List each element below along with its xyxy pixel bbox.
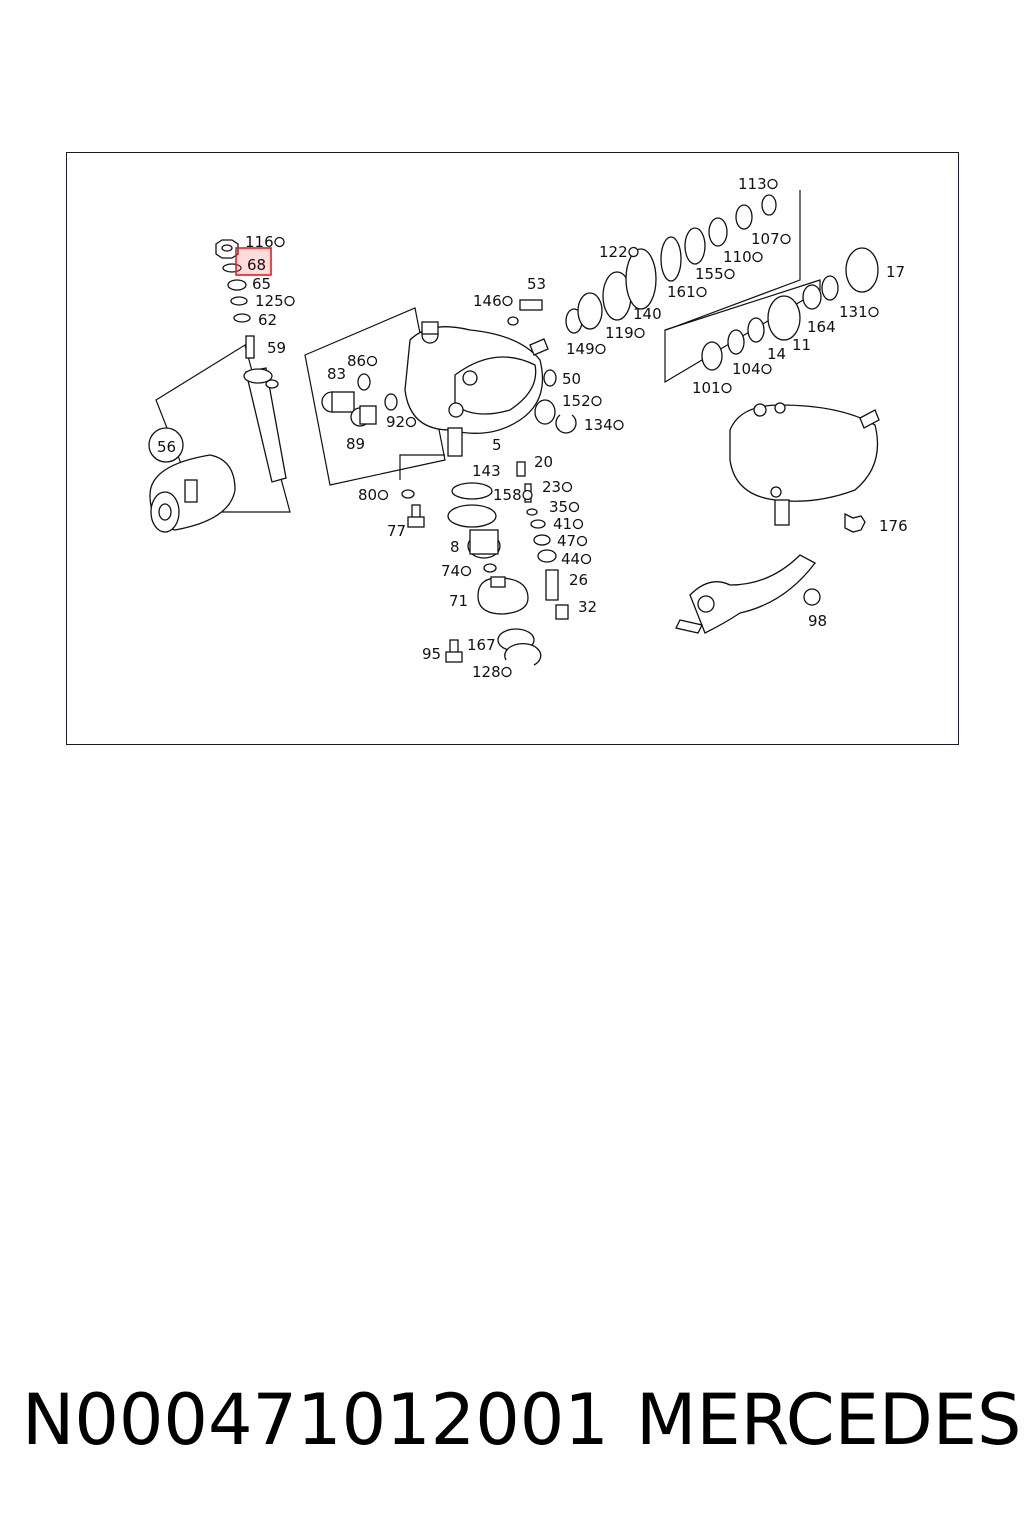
part-label: 167	[467, 636, 496, 654]
part-label: 143	[472, 462, 501, 480]
part-label: 14	[767, 345, 786, 363]
gear-icon	[634, 327, 645, 339]
part-label: 89	[346, 435, 365, 453]
part-label: 125	[255, 292, 284, 310]
part-label: 26	[569, 571, 588, 589]
gear-icon	[767, 178, 778, 190]
part-label: 92	[386, 413, 405, 431]
gear-icon	[580, 553, 592, 565]
gear-icon	[761, 363, 772, 375]
part-label: 59	[267, 339, 286, 357]
gear-icon	[377, 489, 389, 501]
part-label: 116	[245, 233, 274, 251]
part-label: 11	[792, 336, 811, 354]
gear-icon	[366, 355, 378, 367]
part-label: 140	[633, 305, 662, 323]
gear-icon	[724, 268, 735, 280]
part-label: 107	[751, 230, 780, 248]
part-label: 71	[449, 592, 468, 610]
gear-icon	[628, 246, 639, 258]
footer: N000471012001 MERCEDES	[0, 1375, 1024, 1475]
part-label: 83	[327, 365, 346, 383]
part-label: 134	[584, 416, 613, 434]
part-label: 128	[472, 663, 501, 681]
part-label: 152	[562, 392, 591, 410]
part-label: 41	[553, 515, 572, 533]
part-label: 77	[387, 522, 406, 540]
part-label: 104	[732, 360, 761, 378]
gear-icon	[561, 481, 573, 493]
part-label: 32	[578, 598, 597, 616]
part-label: 8	[450, 538, 460, 556]
part-label: 95	[422, 645, 441, 663]
part-label: 65	[252, 275, 271, 293]
part-label: 113	[738, 175, 767, 193]
gear-icon	[868, 306, 879, 318]
gear-icon	[522, 489, 533, 501]
brand-name: MERCEDES	[636, 1379, 1022, 1461]
part-label: 44	[561, 550, 580, 568]
part-label: 56	[157, 438, 176, 456]
gear-icon	[752, 251, 763, 263]
gear-icon	[591, 395, 602, 407]
part-label: 47	[557, 532, 576, 550]
part-label: 101	[692, 379, 721, 397]
part-label: 98	[808, 612, 827, 630]
gear-icon	[595, 343, 606, 355]
part-label: 50	[562, 370, 581, 388]
highlight-box	[235, 247, 272, 276]
part-label: 164	[807, 318, 836, 336]
part-label: 86	[347, 352, 366, 370]
part-label: 149	[566, 340, 595, 358]
part-label: 80	[358, 486, 377, 504]
part-label: 74	[441, 562, 460, 580]
gear-icon	[721, 382, 732, 394]
gear-icon	[613, 419, 624, 431]
part-label: 68	[247, 256, 266, 274]
part-label: 158	[493, 486, 522, 504]
gear-icon	[501, 666, 512, 678]
piston-group	[664, 247, 880, 634]
part-label: 17	[886, 263, 905, 281]
gear-icon	[405, 416, 417, 428]
gear-icon	[576, 535, 588, 547]
gear-icon	[696, 286, 707, 298]
valve-stack	[399, 454, 569, 666]
part-label: 131	[839, 303, 868, 321]
part-label: 176	[879, 517, 908, 535]
part-label: 23	[542, 478, 561, 496]
gear-icon	[460, 565, 472, 577]
gear-icon	[274, 236, 285, 248]
seal-rings	[565, 190, 801, 334]
part-label: 35	[549, 498, 568, 516]
part-label: 146	[473, 292, 502, 310]
part-number: N000471012001	[22, 1379, 609, 1461]
central-housing	[304, 299, 577, 486]
part-label: 62	[258, 311, 277, 329]
part-label: 53	[527, 275, 546, 293]
gear-icon	[502, 295, 513, 307]
part-label: 119	[605, 324, 634, 342]
gear-icon	[780, 233, 791, 245]
part-label: 5	[492, 436, 502, 454]
part-label: 155	[695, 265, 724, 283]
gear-icon	[572, 518, 584, 530]
part-label: 161	[667, 283, 696, 301]
part-label: 122	[599, 243, 628, 261]
part-label: 110	[723, 248, 752, 266]
gear-icon	[284, 295, 295, 307]
gear-icon	[568, 501, 580, 513]
part-label: 20	[534, 453, 553, 471]
